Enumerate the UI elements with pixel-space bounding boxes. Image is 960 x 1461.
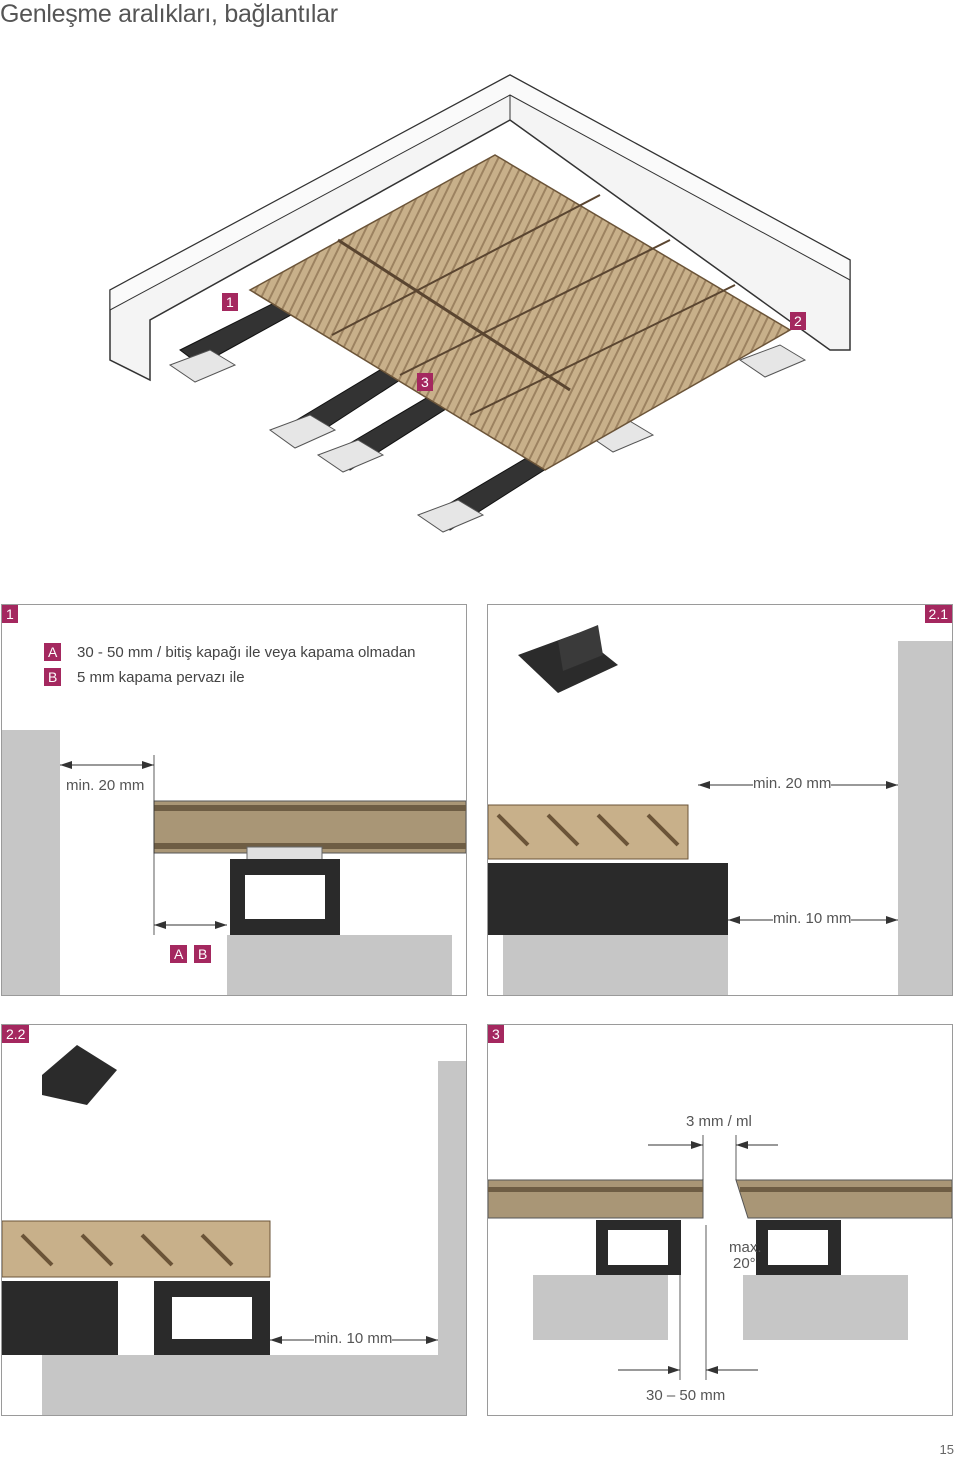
- panel-2-2-badge: 2.2: [2, 1025, 30, 1043]
- panel-3-dimension-angle-value: 20°: [733, 1255, 756, 1272]
- panel-3: 3 3 mm / ml max. 20° 30 – 50 mm: [487, 1024, 953, 1416]
- legend-b-key: B: [44, 668, 62, 686]
- overview-label-3: 3: [417, 373, 433, 391]
- panel-2-2-dimension: min. 10 mm: [314, 1330, 393, 1347]
- legend-a-key: A: [44, 643, 62, 661]
- legend-b-text: 5 mm kapama pervazı ile: [77, 669, 245, 686]
- panel-2-1-dimension-top: min. 20 mm: [753, 775, 832, 792]
- panel-3-dimension-angle-label: max.: [729, 1239, 762, 1256]
- panel-3-dimension-span: 30 – 50 mm: [646, 1387, 726, 1404]
- page-number: 15: [939, 1442, 954, 1457]
- deck-overview-illustration: 1 2 3: [100, 60, 860, 560]
- marker-b: B: [194, 945, 212, 963]
- panel-2-1-badge: 2.1: [924, 605, 952, 623]
- marker-a: A: [170, 945, 188, 963]
- panel-1: 1 A 30 - 50 mm / bitiş kapağı ile veya k…: [1, 604, 467, 996]
- panel-2-2: 2.2 min. 10 mm: [1, 1024, 467, 1416]
- panel-2-1-dimension-bottom: min. 10 mm: [773, 910, 852, 927]
- page-title: Genleşme aralıkları, bağlantılar: [0, 0, 338, 28]
- panel-3-badge: 3: [488, 1025, 504, 1043]
- overview-label-2: 2: [790, 312, 806, 330]
- overview-label-1: 1: [222, 293, 238, 311]
- legend-a-text: 30 - 50 mm / bitiş kapağı ile veya kapam…: [77, 644, 416, 661]
- panel-1-badge: 1: [2, 605, 18, 623]
- panel-3-dimension-gap: 3 mm / ml: [686, 1113, 752, 1130]
- panel-2-1: 2.1 min. 20 mm min. 10 mm: [487, 604, 953, 996]
- panel-1-dimension: min. 20 mm: [66, 777, 145, 794]
